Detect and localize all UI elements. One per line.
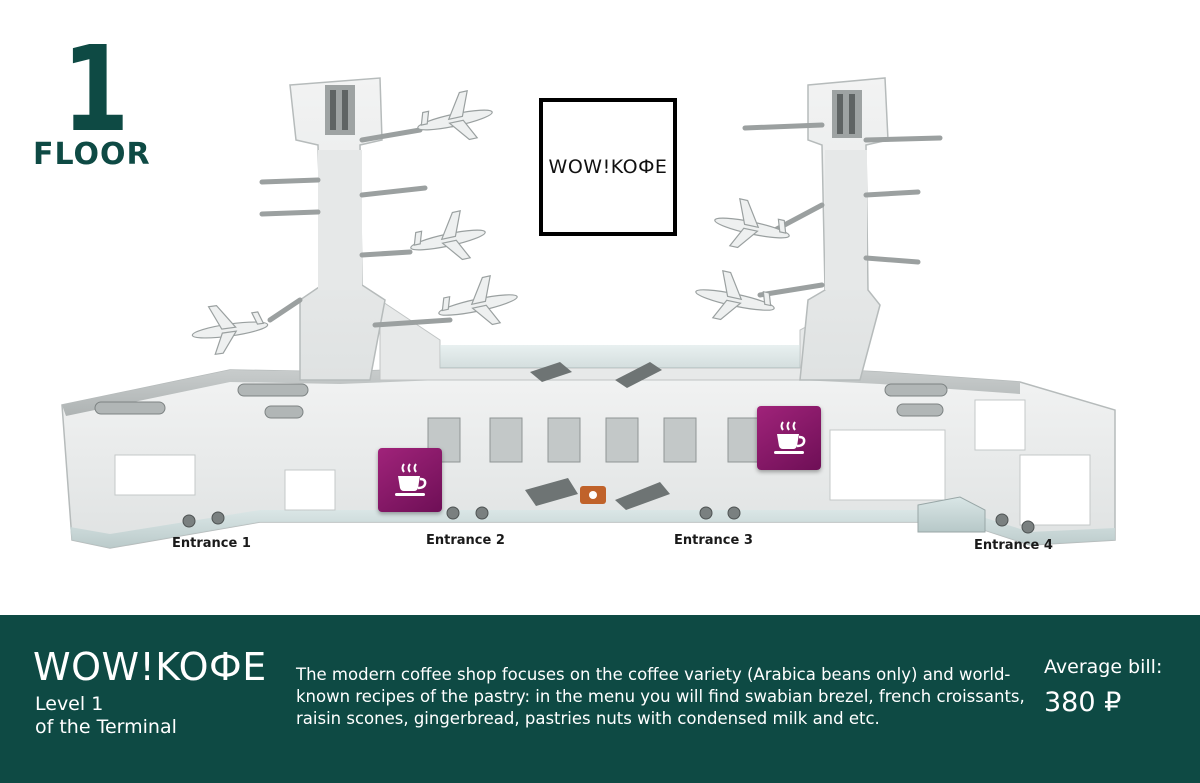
entrance-4-label: Entrance 4 [974, 538, 1053, 553]
terminal-map: 1 FLOOR WOW!KOФE Entrance 1 Entrance 2 E… [33, 20, 1116, 553]
coffee-cup-icon [395, 463, 427, 496]
shop-level-line-1: Level 1 [35, 693, 104, 715]
coffee-shop-marker-2[interactable] [757, 406, 821, 470]
floor-label: FLOOR [33, 137, 151, 172]
entrance-2-label: Entrance 2 [426, 533, 505, 548]
average-bill-value: 380 ₽ [1044, 687, 1122, 718]
coffee-cup-icon [774, 421, 806, 454]
coffee-shop-marker-1[interactable] [378, 448, 442, 512]
floor-number: 1 [62, 20, 129, 158]
shop-name: WOW!KOФE [33, 645, 267, 689]
shop-info-panel: WOW!KOФE Level 1 of the Terminal The mod… [0, 615, 1200, 783]
terminal-floor-plan [61, 77, 1116, 549]
shop-description: The modern coffee shop focuses on the co… [296, 665, 1025, 728]
entrance-1-label: Entrance 1 [172, 536, 251, 551]
shop-logo: WOW!KOФE [539, 98, 677, 236]
average-bill-label: Average bill: [1044, 656, 1163, 678]
shop-level-line-2: of the Terminal [35, 716, 177, 738]
shop-logo-text: WOW!KOФE [548, 156, 668, 178]
entrance-3-label: Entrance 3 [674, 533, 753, 548]
